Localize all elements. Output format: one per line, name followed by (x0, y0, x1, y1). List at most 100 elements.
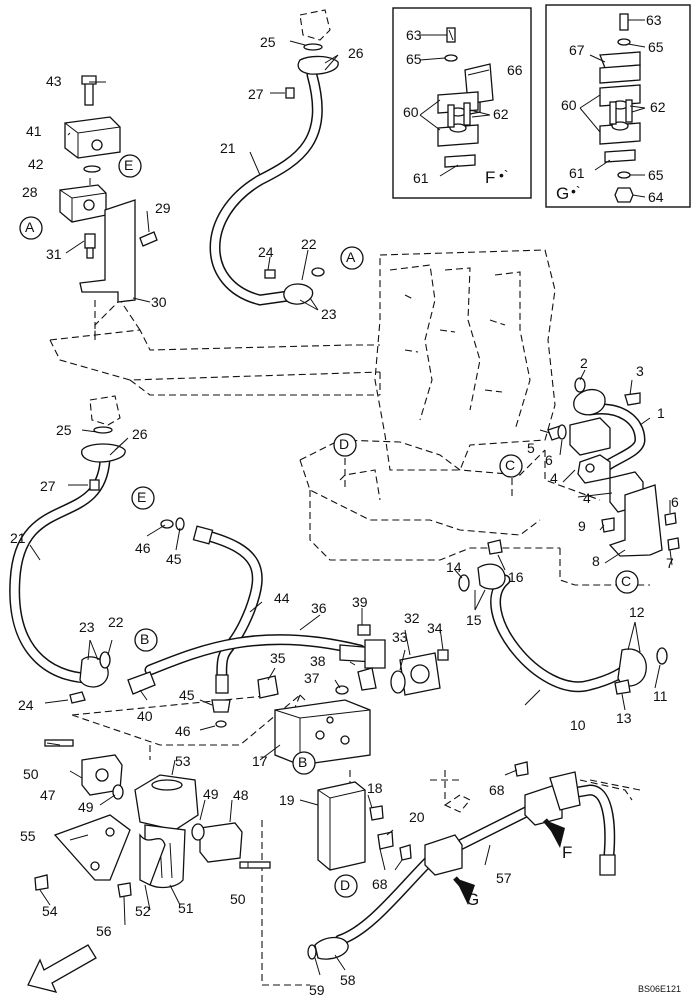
detail-g-box (545, 4, 691, 208)
front-direction-arrow (27, 944, 97, 993)
hose-21-top (209, 9, 339, 311)
part-number-36: 36 (311, 600, 327, 616)
part-number-44: 44 (274, 590, 290, 606)
part-number-54: 54 (42, 903, 58, 919)
part-number-43: 43 (46, 73, 62, 89)
part-number-37: 37 (304, 670, 320, 686)
part-number-9: 9 (578, 518, 586, 534)
callout-letter-c-mid: C (505, 457, 516, 473)
part-number-42: 42 (28, 156, 44, 172)
part-number-46b: 46 (175, 723, 191, 739)
part-number-60-f: 60 (403, 104, 419, 120)
bracket-19 (299, 781, 394, 871)
callout-letter-a-top: A (346, 249, 356, 265)
part-number-13: 13 (616, 710, 632, 726)
part-number-17: 17 (252, 753, 268, 769)
detail-g-mark: •` (571, 183, 581, 199)
hose-44 (146, 517, 263, 731)
part-number-25a: 25 (260, 34, 276, 50)
control-valve-outline (374, 249, 556, 471)
detail-f-mark: •` (499, 167, 509, 183)
part-number-21a: 21 (220, 140, 236, 156)
part-number-27a: 27 (248, 86, 264, 102)
view-arrow-g (453, 876, 475, 905)
callout-d-bottom (334, 874, 358, 898)
part-number-18: 18 (367, 780, 383, 796)
callout-letter-b-left: B (140, 631, 150, 647)
part-number-48: 48 (233, 787, 249, 803)
pipe-36 (127, 608, 449, 701)
part-number-62-g: 62 (650, 99, 666, 115)
part-number-6b: 6 (671, 494, 679, 510)
part-number-50a: 50 (23, 766, 39, 782)
part-number-63-g: 63 (646, 12, 662, 28)
part-number-61-f: 61 (413, 170, 429, 186)
part-number-53: 53 (175, 753, 191, 769)
part-number-51: 51 (178, 900, 194, 916)
part-number-15: 15 (466, 612, 482, 628)
part-number-20: 20 (409, 809, 425, 825)
callout-letter-b-bottom: B (298, 754, 308, 770)
part-number-55: 55 (20, 828, 36, 844)
part-number-14: 14 (446, 559, 462, 575)
part-number-26a: 26 (348, 45, 364, 61)
part-number-62-f: 62 (493, 106, 509, 122)
part-number-29: 29 (155, 200, 171, 216)
part-number-33: 33 (392, 629, 408, 645)
arrow-f-label: F (562, 843, 573, 862)
part-number-38: 38 (310, 653, 326, 669)
part-number-40: 40 (137, 708, 153, 724)
part-number-49a: 49 (78, 799, 94, 815)
part-number-47: 47 (40, 787, 56, 803)
detail-g-label: G (556, 184, 570, 203)
valve-assembly-top (59, 75, 158, 303)
part-number-3: 3 (636, 363, 644, 379)
part-number-8: 8 (592, 553, 600, 569)
hose-21-left (9, 395, 129, 704)
part-number-58: 58 (340, 972, 356, 988)
detail-f-label: F (485, 168, 496, 187)
part-number-2: 2 (580, 355, 588, 371)
part-number-39: 39 (352, 594, 368, 610)
part-number-28: 28 (22, 184, 38, 200)
part-number-65-g1: 65 (648, 39, 664, 55)
part-number-61-g: 61 (569, 165, 585, 181)
callout-letter-d-top: D (339, 436, 350, 452)
part-number-60-g: 60 (561, 97, 577, 113)
view-arrow-f (543, 818, 565, 848)
part-number-23b: 23 (79, 619, 95, 635)
part-number-57: 57 (496, 870, 512, 886)
part-number-68a: 68 (489, 782, 505, 798)
part-number-7: 7 (666, 555, 674, 571)
part-number-67: 67 (569, 42, 585, 58)
pipe-1-assembly (539, 369, 680, 566)
callout-b-bottom (292, 751, 316, 775)
part-number-22a: 22 (301, 236, 317, 252)
part-number-66: 66 (507, 62, 523, 78)
callout-d-top (333, 433, 357, 457)
hose-10 (454, 539, 668, 711)
detail-f-box (392, 7, 532, 199)
callout-c-mid (499, 454, 523, 478)
part-number-49b: 49 (203, 786, 219, 802)
part-number-21b: 21 (10, 530, 26, 546)
callout-letter-c-right: C (621, 573, 632, 589)
part-number-27b: 27 (40, 478, 56, 494)
callout-e-top (118, 154, 142, 178)
drawing-reference: BS06E121 (638, 984, 682, 994)
part-number-56: 56 (96, 923, 112, 939)
part-number-23a: 23 (321, 306, 337, 322)
callout-letter-a-left: A (25, 219, 35, 235)
part-number-41: 41 (26, 123, 42, 139)
callout-letter-d-bottom: D (340, 877, 351, 893)
part-number-52: 52 (135, 903, 151, 919)
part-number-35: 35 (270, 650, 286, 666)
part-number-11: 11 (653, 688, 668, 704)
callout-letter-e-top: E (124, 157, 134, 173)
callout-a-left (19, 216, 43, 240)
part-number-65-g2: 65 (648, 167, 664, 183)
part-number-31: 31 (46, 246, 62, 262)
part-number-45b: 45 (179, 687, 195, 703)
